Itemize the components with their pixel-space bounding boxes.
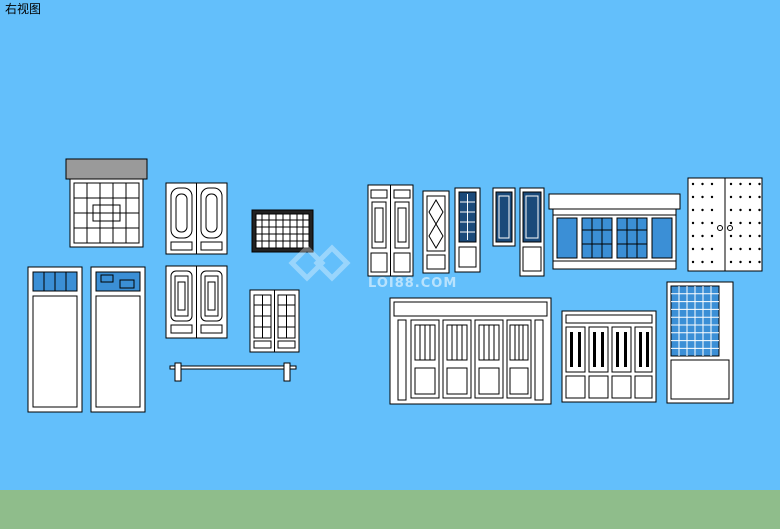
double-panel-door-upper[interactable]: [165, 182, 228, 255]
double-lattice-casement[interactable]: [249, 289, 300, 353]
gate-stud: [758, 247, 761, 251]
wide-multibay-window[interactable]: [548, 193, 681, 270]
tall-door-lattice-transom[interactable]: [90, 266, 146, 413]
gate-stud: [748, 208, 752, 212]
gate-stud: [701, 260, 704, 264]
gate-stud: [729, 221, 733, 225]
studded-double-gate[interactable]: [687, 177, 763, 272]
gate-stud: [729, 247, 733, 251]
gate-stud: [701, 234, 704, 238]
gate-stud: [748, 182, 752, 186]
gate-stud: [691, 208, 695, 212]
gate-stud: [739, 208, 742, 212]
gate-stud: [729, 234, 733, 238]
ground-plane: [0, 490, 780, 529]
gate-stud: [710, 195, 714, 199]
four-leaf-carved-door[interactable]: [561, 310, 657, 403]
dense-lattice-window[interactable]: [251, 209, 314, 253]
gate-stud: [691, 247, 695, 251]
gate-stud: [701, 221, 704, 225]
gate-stud: [710, 234, 714, 238]
gate-stud: [758, 182, 761, 186]
gate-stud: [758, 221, 761, 225]
gate-stud: [758, 234, 761, 238]
dark-lattice-door[interactable]: [454, 187, 481, 273]
gate-stud: [729, 260, 733, 264]
gate-stud: [748, 221, 752, 225]
gate-stud: [729, 195, 733, 199]
gate-stud: [710, 208, 714, 212]
four-leaf-grand-door[interactable]: [389, 297, 552, 405]
gate-stud: [691, 260, 695, 264]
gate-stud: [739, 221, 742, 225]
narrow-double-carved-window[interactable]: [492, 187, 545, 277]
narrow-carved-double-door[interactable]: [367, 184, 414, 277]
gate-stud: [758, 195, 761, 199]
gate-stud: [739, 182, 742, 186]
lattice-window-with-cornice[interactable]: [65, 158, 148, 248]
gate-stud: [748, 234, 752, 238]
railing-bar[interactable]: [169, 362, 297, 382]
gate-stud: [710, 182, 714, 186]
gate-stud: [739, 234, 742, 238]
gate-stud: [739, 260, 742, 264]
view-name-label: 右视图: [5, 2, 42, 16]
gate-stud: [701, 195, 704, 199]
gate-stud: [758, 208, 761, 212]
gate-stud: [748, 247, 752, 251]
gate-stud: [739, 247, 742, 251]
gate-stud: [691, 234, 695, 238]
gate-stud: [758, 260, 761, 264]
grid-glass-door[interactable]: [666, 281, 734, 404]
gate-stud: [729, 208, 733, 212]
gate-stud: [701, 182, 704, 186]
gate-stud: [691, 221, 695, 225]
gate-stud: [701, 208, 704, 212]
watermark-text: LOI88.COM: [368, 276, 458, 291]
gate-stud: [710, 260, 714, 264]
gate-stud: [710, 247, 714, 251]
gate-stud: [729, 182, 733, 186]
gate-stud: [701, 247, 704, 251]
gate-stud: [710, 221, 714, 225]
gate-stud: [739, 195, 742, 199]
gate-stud: [691, 182, 695, 186]
double-panel-door-lower[interactable]: [165, 265, 228, 339]
gate-stud: [748, 260, 752, 264]
gate-stud: [748, 195, 752, 199]
tall-door-glass-transom[interactable]: [27, 266, 83, 413]
diamond-panel-door[interactable]: [422, 190, 450, 274]
gate-stud: [691, 195, 695, 199]
